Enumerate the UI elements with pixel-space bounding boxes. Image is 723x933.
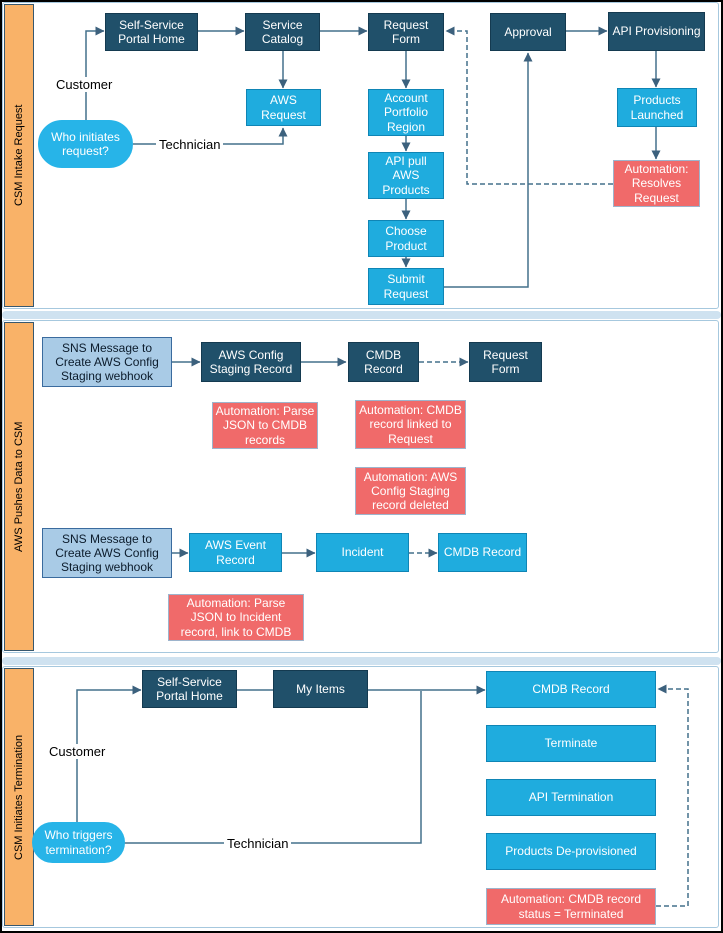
node-api-pull-aws-products: API pull AWS Products	[368, 152, 444, 199]
label-customer-2: Customer	[46, 744, 109, 759]
node-products-deprovisioned: Products De-provisioned	[486, 833, 656, 870]
node-automation-resolves-request: Automation: Resolves Request	[613, 160, 700, 207]
label-technician-1: Technician	[156, 137, 224, 152]
node-approval: Approval	[490, 13, 566, 51]
node-request-form-1: Request Form	[368, 13, 444, 51]
node-who-initiates-request: Who initiates request?	[38, 120, 133, 168]
node-who-triggers-termination: Who triggers termination?	[32, 822, 125, 863]
node-products-launched: Products Launched	[617, 88, 697, 127]
edge-submit-to-approval	[444, 52, 533, 288]
node-sns-webhook-1: SNS Message to Create AWS Config Staging…	[42, 337, 172, 387]
edge-customer-to-portal-1	[85, 26, 105, 120]
node-api-termination: API Termination	[486, 779, 656, 816]
label-technician-2: Technician	[224, 836, 292, 851]
lane-divider	[2, 657, 721, 665]
node-request-form-2: Request Form	[469, 342, 542, 382]
node-cmdb-record-2: CMDB Record	[438, 533, 527, 572]
node-incident: Incident	[316, 533, 409, 572]
edge-automation-to-request-form-dashed	[445, 26, 613, 185]
edge-automation-to-cmdb3-dashed	[656, 684, 689, 907]
node-automation-cmdb-linked: Automation: CMDB record linked to Reques…	[355, 400, 466, 449]
node-sns-webhook-2: SNS Message to Create AWS Config Staging…	[42, 528, 172, 578]
node-aws-request: AWS Request	[246, 89, 321, 126]
node-automation-cmdb-terminated: Automation: CMDB record status = Termina…	[486, 888, 656, 925]
lane-header-bar: CSM Intake Request	[4, 4, 34, 307]
lane-divider	[2, 311, 721, 319]
node-aws-event-record: AWS Event Record	[189, 533, 282, 572]
node-service-catalog: Service Catalog	[245, 13, 320, 51]
node-aws-config-staging-record: AWS Config Staging Record	[201, 342, 301, 382]
node-my-items: My Items	[273, 670, 368, 708]
node-automation-parse-json-cmdb: Automation: Parse JSON to CMDB records	[212, 402, 318, 449]
node-terminate: Terminate	[486, 725, 656, 762]
lane-header-bar: AWS Pushes Data to CSM	[4, 322, 34, 651]
node-choose-product: Choose Product	[368, 220, 444, 257]
edge-customer-to-portal-2	[76, 685, 142, 822]
node-automation-staging-deleted: Automation: AWS Config Staging record de…	[355, 467, 466, 515]
node-submit-request: Submit Request	[368, 268, 444, 305]
node-self-service-portal-home-2: Self-Service Portal Home	[142, 670, 237, 708]
lane-header-bar: CSM Initiates Termination	[4, 668, 34, 926]
edge-technician-junction	[124, 691, 422, 844]
node-api-provisioning: API Provisioning	[608, 12, 705, 51]
label-customer-1: Customer	[53, 77, 116, 92]
node-cmdb-record-3: CMDB Record	[486, 671, 656, 708]
node-self-service-portal-home-1: Self-Service Portal Home	[105, 13, 198, 51]
node-account-portfolio-region: Account Portfolio Region	[368, 89, 444, 136]
node-automation-parse-json-incident: Automation: Parse JSON to Incident recor…	[168, 594, 304, 641]
node-cmdb-record-1: CMDB Record	[348, 342, 419, 382]
